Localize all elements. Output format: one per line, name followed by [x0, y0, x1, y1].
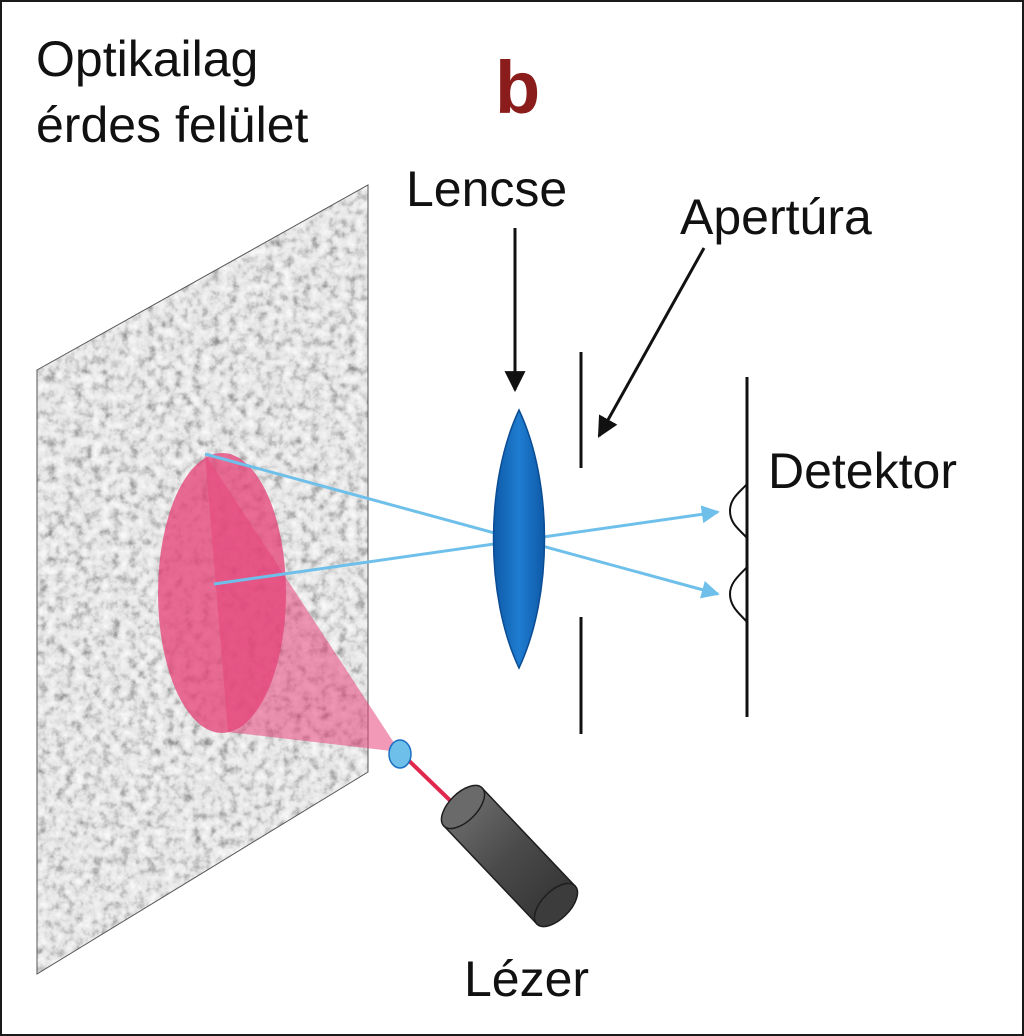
panel-letter: b: [495, 46, 541, 129]
ray-lower-to-upper: [213, 505, 720, 586]
aperture-pointer-arrow: [597, 247, 706, 438]
laser-device: [388, 739, 579, 928]
speckle-intensity-peak-lower: [728, 566, 748, 623]
surface-label-line-2: érdes felület: [36, 97, 309, 153]
lens-label: Lencse: [406, 161, 568, 217]
laser-label: Lézer: [464, 951, 590, 1007]
laser-end-cap: [533, 882, 579, 928]
illumination-cone: [158, 453, 400, 752]
scattered-rays: [204, 452, 720, 599]
surface-label-line-1: Optikailag: [36, 31, 259, 87]
laser-output-spot: [388, 739, 412, 769]
aperture-label: Apertúra: [680, 189, 872, 245]
ray-upper-to-lower: [204, 452, 720, 599]
speckle-intensity-peak-upper: [728, 483, 748, 539]
detector-label: Detektor: [768, 443, 957, 499]
detector-plane: [728, 377, 749, 717]
lens-shape: [492, 408, 546, 670]
